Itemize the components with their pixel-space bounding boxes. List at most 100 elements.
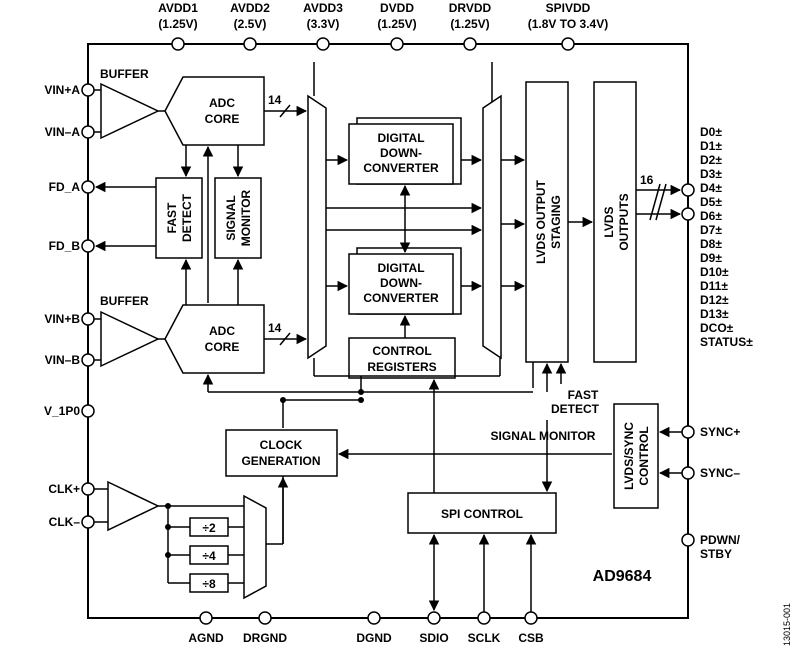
pin-d11: D11±: [700, 279, 728, 293]
top-pin-avdd2-name: AVDD2: [230, 1, 270, 15]
buffer-b-label: BUFFER: [100, 294, 149, 308]
pin-clk-neg: CLK–: [49, 515, 81, 529]
top-pin-spivdd-name: SPIVDD: [546, 1, 591, 15]
top-pin-spivdd: SPIVDD (1.8V TO 3.4V): [528, 1, 608, 51]
divider-2-label: ÷2: [202, 521, 216, 535]
pin-pad: [316, 37, 330, 51]
pin-pad: [681, 183, 695, 197]
pin-d0: D0±: [700, 125, 722, 139]
divider-4-label: ÷4: [202, 549, 216, 563]
bus-14-a-label: 14: [268, 93, 282, 107]
pin-d1: D1±: [700, 139, 722, 153]
junction-dot: [358, 389, 364, 395]
fast-detect-label-2: DETECT: [180, 193, 194, 242]
pin-pad: [243, 37, 257, 51]
pin-pad: [171, 37, 185, 51]
pin-dco: DCO±: [700, 321, 734, 335]
pin-clk-pos: CLK+: [48, 482, 80, 496]
pin-vin-b-neg: VIN–B: [45, 353, 81, 367]
top-pin-avdd1: AVDD1 (1.25V): [158, 1, 198, 51]
bus-slash: [655, 183, 667, 221]
control-registers: [348, 337, 456, 379]
adc-core-b-label-2: CORE: [205, 340, 240, 354]
adc-core-b-label-1: ADC: [209, 324, 235, 338]
pin-d5: D5±: [700, 195, 722, 209]
clock-gen-label-2: GENERATION: [241, 454, 320, 468]
control-registers-label-2: REGISTERS: [367, 360, 436, 374]
pin-pad: [81, 239, 95, 253]
spi-control: [407, 492, 557, 534]
pin-pad: [367, 611, 381, 625]
right-output-pin-list: D0± D1± D2± D3± D4± D5± D6± D7± D8± D9± …: [700, 125, 753, 349]
lvds-outputs: [593, 81, 637, 363]
adc-core-a: [164, 76, 265, 146]
divider-8-label: ÷8: [202, 577, 216, 591]
ddc-1: [348, 123, 454, 185]
chip-outline: [87, 43, 689, 619]
top-pin-avdd3-name: AVDD3: [303, 1, 343, 15]
pin-sync-neg: SYNC–: [700, 466, 740, 480]
fast-detect-text-1: FAST: [568, 388, 599, 402]
buffer-a-triangle: [100, 82, 160, 140]
bus-14-b-label: 14: [268, 321, 282, 335]
bus-slash: [279, 332, 291, 346]
pin-v-1p0: V_1P0: [44, 404, 80, 418]
top-pin-avdd2-value: (2.5V): [234, 17, 267, 31]
pin-csb: CSB: [518, 631, 544, 645]
clock-buffer-triangle: [107, 480, 160, 532]
pin-d13: D13±: [700, 307, 729, 321]
ddc-2-label-3: CONVERTER: [363, 291, 439, 305]
clock-generation: [225, 429, 338, 477]
signal-monitor-label-2: MONITOR: [239, 189, 253, 246]
pin-pad: [81, 312, 95, 326]
pin-vin-a-pos: VIN+A: [44, 83, 80, 97]
top-pin-drvdd-value: (1.25V): [450, 17, 489, 31]
ddc-2: [348, 253, 454, 315]
pin-pad: [81, 482, 95, 496]
pin-stby: STBY: [700, 547, 732, 561]
lvds-output-staging: [525, 81, 569, 363]
pin-pad: [681, 533, 695, 547]
ddc-1-label-1: DIGITAL: [377, 131, 424, 145]
adc-core-b: [164, 304, 265, 374]
pin-vin-b-pos: VIN+B: [44, 312, 80, 326]
spi-control-label: SPI CONTROL: [441, 507, 523, 521]
fast-detect-text-2: DETECT: [551, 402, 600, 416]
pin-vin-a-neg: VIN–A: [45, 125, 81, 139]
pin-d7: D7±: [700, 223, 722, 237]
top-pin-dvdd-name: DVDD: [380, 1, 414, 15]
lvds-staging-label-2: STAGING: [549, 195, 563, 249]
buffer-b-triangle: [100, 310, 160, 368]
pin-pad: [199, 611, 213, 625]
figure-id: 13015-001: [782, 603, 792, 646]
clock-gen-label-1: CLOCK: [260, 438, 303, 452]
pin-dgnd: DGND: [356, 631, 392, 645]
fast-detect-label-1: FAST: [165, 202, 179, 233]
bus-16-label: 16: [640, 173, 654, 187]
adc-core-a-label-1: ADC: [209, 96, 235, 110]
pin-pad: [81, 353, 95, 367]
pin-pad: [81, 83, 95, 97]
top-pin-spivdd-value: (1.8V TO 3.4V): [528, 17, 608, 31]
pin-pad: [463, 37, 477, 51]
top-pin-avdd1-name: AVDD1: [158, 1, 198, 15]
lvds-outputs-label-1: LVDS: [602, 206, 616, 237]
top-pin-drvdd: DRVDD (1.25V): [449, 1, 492, 51]
pin-pad: [81, 404, 95, 418]
input-mux: [307, 94, 327, 360]
output-mux: [482, 94, 502, 360]
lvds-sync-control: [613, 403, 659, 509]
top-pin-avdd3-value: (3.3V): [307, 17, 340, 31]
pin-status: STATUS±: [700, 335, 753, 349]
pin-pad: [81, 180, 95, 194]
pin-d8: D8±: [700, 237, 722, 251]
pin-agnd: AGND: [188, 631, 224, 645]
pin-pad: [390, 37, 404, 51]
top-pin-dvdd: DVDD (1.25V): [377, 1, 417, 51]
top-pin-avdd2: AVDD2 (2.5V): [230, 1, 270, 51]
pin-pad: [681, 207, 695, 221]
pin-drgnd: DRGND: [243, 631, 287, 645]
lvds-outputs-label-2: OUTPUTS: [617, 193, 631, 250]
adc-core-a-label-2: CORE: [205, 112, 240, 126]
